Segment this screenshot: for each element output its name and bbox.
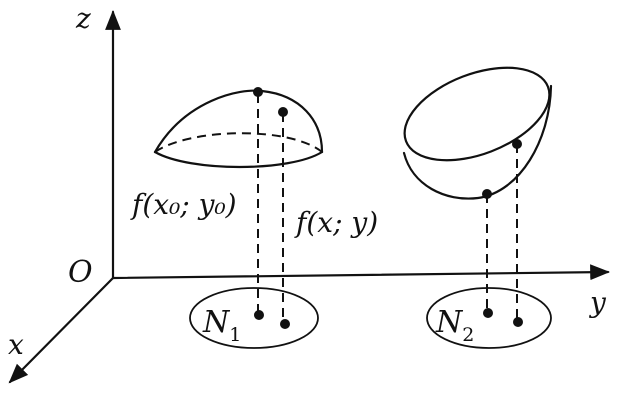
origin-label: O <box>68 255 93 290</box>
surface-1-front-rim <box>153 150 324 169</box>
y-axis-label: y <box>588 286 607 319</box>
surface-1-back-rim <box>154 132 323 153</box>
surface-2-point-left <box>482 189 492 199</box>
region-n2-letter: N <box>435 305 464 340</box>
y-axis <box>111 264 610 281</box>
x-axis-label: x <box>8 328 24 361</box>
region-n2-point-left <box>483 308 493 318</box>
region-n1-label: N1 <box>202 305 241 346</box>
surface-2-bowl <box>402 84 553 200</box>
label-f-x0-y0: f(x₀; y₀) <box>130 188 237 221</box>
region-n2-ellipse <box>426 287 552 349</box>
surface-2-point-right <box>512 139 522 149</box>
x-axis <box>8 276 115 384</box>
region-n1-point <box>280 319 290 329</box>
label-f-x-y: f(x; y) <box>294 206 378 239</box>
z-axis-label: z <box>75 2 91 35</box>
surface-2-rim <box>403 66 551 162</box>
surface-1-top-arc <box>153 89 324 154</box>
surface-point <box>278 107 288 117</box>
region-n1-ellipse <box>189 287 319 349</box>
surface-point-0 <box>253 87 263 97</box>
region-n2-label: N2 <box>435 305 474 346</box>
region-n1-letter: N <box>202 305 231 340</box>
region-n2-subscript: 2 <box>462 324 474 346</box>
region-n1-point-0 <box>254 310 264 320</box>
region-n2-point-right <box>513 317 523 327</box>
region-n1-subscript: 1 <box>229 324 241 346</box>
